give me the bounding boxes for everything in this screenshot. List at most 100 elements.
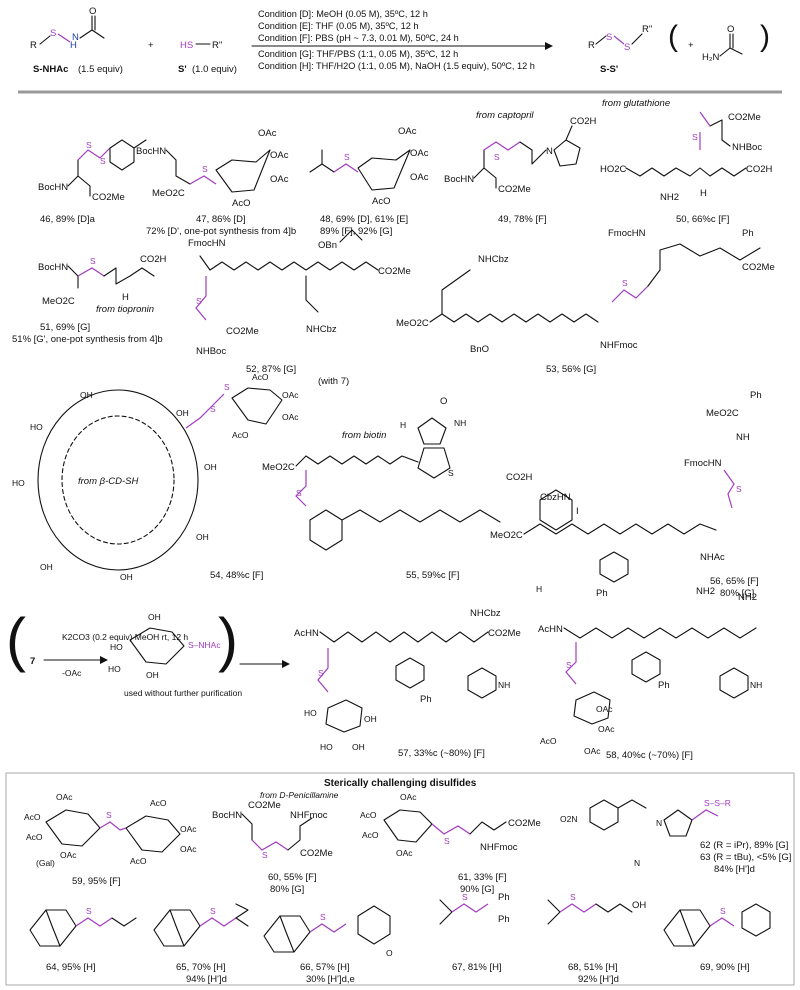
paren-open: ( xyxy=(668,20,678,53)
h-atom: H xyxy=(700,188,707,199)
s-atom: S xyxy=(106,810,112,820)
group-label: MeO2C xyxy=(396,318,429,329)
group-label: AcO xyxy=(232,198,250,209)
group-label: NHFmoc xyxy=(290,810,328,821)
group-label: OAc xyxy=(282,390,299,400)
prep-loss: -OAc xyxy=(62,668,82,678)
plus-sign: + xyxy=(148,40,154,51)
s-atom: S xyxy=(86,140,92,150)
s-atom: S xyxy=(606,32,612,43)
s-atom: S xyxy=(320,912,326,922)
o-atom: O xyxy=(386,948,393,958)
group-label: Ph xyxy=(658,680,670,691)
condition-g: Condition [G]: THF/PBS (1:1, 0.05 M), 35… xyxy=(258,49,458,59)
group-label: OH xyxy=(146,670,159,680)
group-label: OAc xyxy=(270,150,289,161)
arrow-head xyxy=(100,656,108,664)
group-label: OAc xyxy=(180,824,197,834)
compound-58: NH2 NH2 AcHN S Ph NH AcO OAc OAc OAc 58,… xyxy=(538,586,762,761)
compound-50: from glutathione CO2Me NHBoc S HO2C NH2 … xyxy=(600,98,773,225)
group-label: BocHN xyxy=(212,810,242,821)
arrow-head xyxy=(545,42,553,50)
group-label: HO xyxy=(110,642,123,652)
group-label: OH xyxy=(40,562,53,572)
group-label: NHBoc xyxy=(732,142,762,153)
s-atom: S xyxy=(692,132,698,142)
s-atom: S xyxy=(90,256,96,266)
compound-60: from D-Penicillamine BocHN CO2Me S NHFmo… xyxy=(212,790,339,895)
compound-55-label: 55, 59%c [F] xyxy=(406,570,459,581)
compound-61: OAc AcO AcO OAc S CO2Me NHFmoc 61, 33% [… xyxy=(360,792,541,895)
compound-56-note: 80% [G] xyxy=(720,588,754,599)
compound-61-note: 90% [G] xyxy=(460,884,494,895)
group-label: Ph xyxy=(596,588,608,599)
compound-54: from β-CD-SH OH HO HO OH OH OH OH OH S S… xyxy=(12,372,299,582)
group-label: Ph xyxy=(498,914,510,925)
iodo-atom: I xyxy=(576,506,579,517)
group-label: AcHN xyxy=(538,624,563,635)
s-atom: S xyxy=(100,156,106,166)
compound-60-note: 80% [G] xyxy=(270,884,304,895)
group-label: BocHN xyxy=(444,174,474,185)
s-atom: S xyxy=(210,906,216,916)
r-label: R xyxy=(30,40,37,51)
group-label: Ph xyxy=(498,892,510,903)
group-label: MeO2C xyxy=(706,408,739,419)
s-atom: S xyxy=(448,468,454,478)
compound-58-label: 58, 40%c (~70%) [F] xyxy=(606,750,693,761)
group-label: NH2 xyxy=(738,592,757,603)
condition-h: Condition [H]: THF/H2O (1:1, 0.05 M), Na… xyxy=(258,61,535,71)
compound-54-label: 54, 48%c [F] xyxy=(210,570,263,581)
group-label: NH xyxy=(736,432,750,443)
compound-65-label: 65, 70% [H] xyxy=(176,962,226,973)
compound-51-note: 51% [G', one-pot synthesis from 4]b xyxy=(12,334,163,345)
group-label: OAc xyxy=(398,126,417,137)
compound-53-label: 53, 56% [G] xyxy=(546,364,596,375)
compound-47-note: 72% [D', one-pot synthesis from 4]b xyxy=(146,226,296,237)
compound-63-label: 63 (R = tBu), <5% [G] xyxy=(700,852,791,863)
o-atom: O xyxy=(727,24,734,35)
s-atom: S xyxy=(720,906,726,916)
r-double-prime: R'' xyxy=(212,40,223,51)
compound-68-label: 68, 51% [H] xyxy=(568,962,618,973)
reagent1-equiv: (1.5 equiv) xyxy=(78,64,123,75)
compound-52: FmocHN OBn CO2Me S CO2Me NHBoc NHCbz 52,… xyxy=(188,229,411,375)
group-label: FmocHN xyxy=(608,228,646,239)
source-note: from D-Penicillamine xyxy=(260,790,339,800)
s-atom: S xyxy=(622,278,628,288)
preparation-step: ( 7 K2CO3 (0.2 equiv) MeOH rt, 12 h -OAc… xyxy=(6,606,290,698)
n-atom: N xyxy=(546,146,553,157)
s-atom: S xyxy=(262,850,268,860)
group-label: OH xyxy=(196,532,209,542)
r-double-prime: R'' xyxy=(642,24,653,35)
group-label: CO2Me xyxy=(92,192,125,203)
h-atom: H xyxy=(400,420,406,430)
group-label: NH2 xyxy=(696,586,715,597)
compound-55: (with 7) O NH H S from biotin MeO2C S CO… xyxy=(262,376,579,581)
group-label: CO2Me xyxy=(508,818,541,829)
group-label: OAc xyxy=(282,412,299,422)
source-note: from tiopronin xyxy=(96,304,154,315)
compound-53: NHCbz FmocHN MeO2C S CO2Me Ph BnO NHFmoc… xyxy=(396,228,775,375)
group-label: CO2H xyxy=(570,116,597,127)
group-label: O2N xyxy=(560,814,577,824)
compound-63-note: 84% [H']d xyxy=(714,864,755,875)
header-reaction: R S H N O S-NHAc (1.5 equiv) + HS R'' S'… xyxy=(30,6,770,75)
group-label: MeO2C xyxy=(152,188,185,199)
amide-group: H₂N xyxy=(702,52,720,63)
group-label: CO2Me xyxy=(226,326,259,337)
n-atom: N xyxy=(634,858,640,868)
group-label: OH xyxy=(176,408,189,418)
group-label: AcO xyxy=(232,430,249,440)
s-atom: S xyxy=(202,164,208,174)
group-label: BocHN xyxy=(38,262,68,273)
group-label: HO2C xyxy=(600,164,627,175)
arrow-head xyxy=(282,660,290,668)
compound-47-label: 47, 86% [D] xyxy=(196,214,246,225)
s-atom: S xyxy=(50,28,56,39)
reagent-snhac-structure: R S H N O xyxy=(30,6,105,51)
compound-50-label: 50, 66%c [F] xyxy=(676,214,729,225)
compound-51-label: 51, 69% [G] xyxy=(40,322,90,333)
condition-e: Condition [E]: THF (0.05 M), 35ºC, 12 h xyxy=(258,21,418,31)
group-label: NH2 xyxy=(660,192,679,203)
